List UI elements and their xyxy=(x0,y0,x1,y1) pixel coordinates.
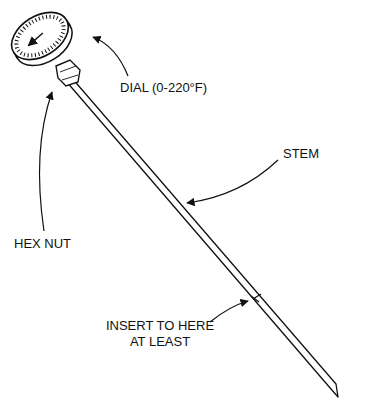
stem xyxy=(66,77,338,397)
insertion-mark xyxy=(251,294,261,302)
part-label: DIAL (0-220°F) xyxy=(120,80,207,96)
part-label: STEM xyxy=(283,146,319,162)
hex-nut xyxy=(56,60,80,86)
dial-needle xyxy=(27,33,45,46)
leader-arrow xyxy=(40,92,53,231)
part-label: INSERT TO HERE AT LEAST xyxy=(104,318,216,350)
leader-arrow xyxy=(210,301,248,322)
leader-arrow xyxy=(93,37,128,76)
part-label: HEX NUT xyxy=(14,236,71,252)
dial-face xyxy=(3,3,77,70)
dial-scale-ticks xyxy=(9,9,70,64)
dial xyxy=(3,3,80,76)
hex-nut-facets xyxy=(60,66,78,80)
leader-arrow xyxy=(187,160,278,203)
